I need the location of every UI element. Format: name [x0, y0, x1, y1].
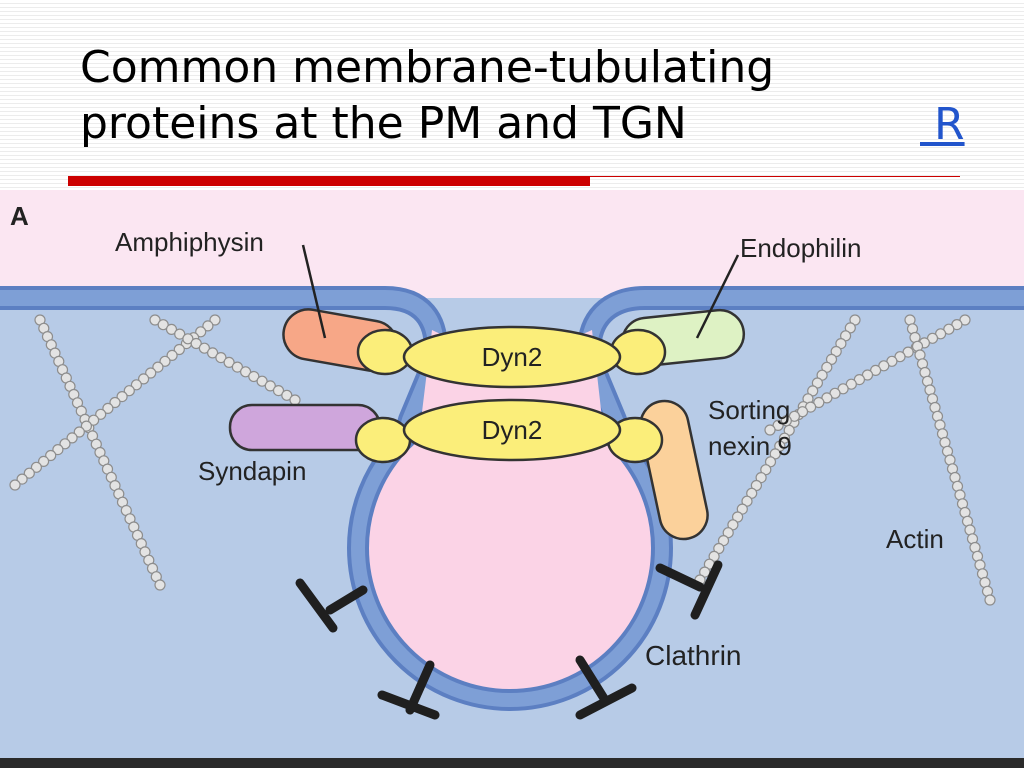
title-underline-thin [590, 176, 960, 177]
actin-bead [231, 361, 243, 373]
syndapin-label: Syndapin [198, 456, 306, 486]
actin-bead [173, 343, 185, 356]
actin-bead [943, 323, 955, 335]
actin-bead [281, 389, 293, 401]
actin-bead [209, 314, 221, 326]
title-line-1: Common membrane-tubulating [80, 42, 775, 93]
actin-bead [95, 408, 107, 420]
actin-bead [123, 385, 135, 397]
actin-bead [37, 455, 50, 467]
actin-bead [215, 352, 227, 364]
actin-bead [23, 467, 35, 479]
actin-bead [130, 379, 142, 391]
actin-bead [198, 342, 210, 354]
actin-bead [223, 356, 235, 368]
dynamin-pleckstrin-domains [354, 328, 667, 464]
actin-bead [264, 380, 276, 392]
actin-bead [165, 323, 178, 335]
membrane-tubulation-figure: A Amphiphysin Endophilin Dyn2 Dyn2 Sorti… [0, 186, 1024, 768]
micrograph-strip [0, 758, 1024, 768]
actin-bead [45, 449, 57, 462]
actin-bead [159, 355, 171, 367]
actin-bead [813, 396, 825, 409]
actin-bead [59, 438, 71, 450]
actin-bead [174, 328, 186, 340]
endophilin-label: Endophilin [740, 233, 861, 263]
clathrin-coat [295, 560, 723, 720]
actin-bead [207, 347, 219, 359]
actin-bead [30, 461, 43, 473]
actin-bead [138, 373, 150, 385]
slide-title: Common membrane-tubulating proteins at t… [80, 40, 774, 152]
figure-svg: A Amphiphysin Endophilin Dyn2 Dyn2 Sorti… [0, 190, 1024, 768]
title-line-2: proteins at the PM and TGN [80, 98, 687, 149]
title-underline-thick [68, 176, 590, 186]
actin-bead [73, 426, 85, 438]
actin-bead [182, 333, 194, 345]
actin-label: Actin [886, 524, 944, 554]
actin-bead [166, 349, 178, 361]
actin-bead [109, 396, 121, 409]
actin-bead [87, 414, 100, 426]
actin-bead [195, 326, 207, 338]
actin-bead [149, 314, 161, 326]
reference-link[interactable]: R [920, 99, 965, 150]
actin-filaments [9, 314, 996, 606]
sorting-nexin-label-line2: nexin 9 [708, 431, 792, 461]
dyn2-ring-bottom [402, 398, 622, 462]
actin-bead [66, 432, 78, 444]
amphiphysin-label: Amphiphysin [115, 227, 264, 257]
actin-bead [289, 394, 301, 406]
actin-bead [845, 378, 857, 390]
label-leader-lines [301, 244, 740, 339]
actin-bead [764, 424, 776, 436]
actin-bead [240, 366, 252, 378]
dyn2-bottom-label: Dyn2 [482, 415, 543, 445]
actin-bead [157, 319, 169, 331]
actin-bead [272, 385, 285, 397]
actin-bead [780, 415, 792, 427]
dyn2-top-label: Dyn2 [482, 342, 543, 372]
dyn2-ring-top [402, 325, 622, 389]
actin-bead [202, 320, 214, 332]
actin-bead [152, 361, 164, 373]
actin-bead [248, 370, 260, 383]
actin-bead [52, 444, 64, 456]
actin-bead [116, 391, 128, 403]
actin-bead [256, 375, 268, 387]
clathrin-label: Clathrin [645, 640, 741, 671]
actin-bead [190, 337, 202, 350]
actin-bead [984, 594, 996, 606]
actin-bead [9, 479, 21, 491]
actin-bead [145, 367, 157, 379]
actin-bead [16, 473, 28, 485]
sorting-nexin-label-line1: Sorting [708, 395, 790, 425]
actin-bead [878, 360, 890, 372]
actin-bead [102, 402, 114, 414]
panel-label: A [10, 201, 29, 231]
actin-bead [80, 420, 93, 432]
actin-bead [154, 579, 166, 591]
